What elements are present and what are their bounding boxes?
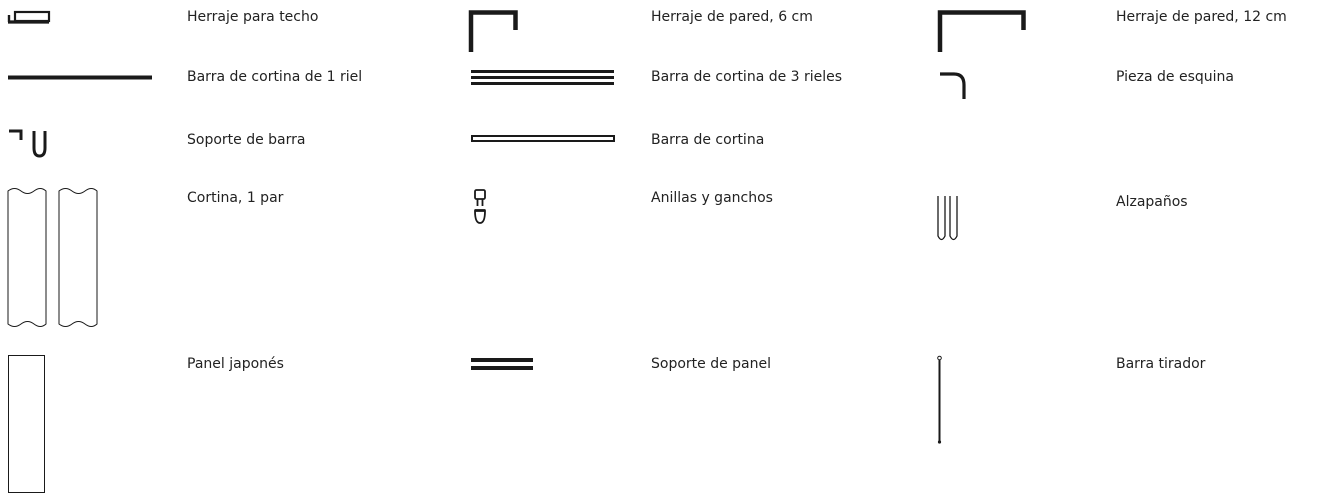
label-wall-mount-6cm: Herraje de pared, 6 cm — [651, 9, 813, 25]
panel-support-icon — [471, 358, 533, 370]
curtain-pair-icon — [7, 188, 98, 327]
rod-support-icon — [9, 129, 47, 158]
label-curtain-pair: Cortina, 1 par — [187, 190, 284, 206]
label-triple-rail: Barra de cortina de 3 rieles — [651, 69, 843, 85]
ceiling-mount-icon — [7, 10, 51, 24]
tiebacks-icon — [937, 196, 958, 241]
wall-mount-6cm-icon — [468, 10, 518, 52]
label-panel-support: Soporte de panel — [651, 356, 772, 372]
label-ceiling-mount: Herraje para techo — [187, 9, 319, 25]
label-corner-piece: Pieza de esquina — [1116, 69, 1234, 85]
wall-mount-12cm-icon — [937, 10, 1026, 52]
label-rings-and-hooks: Anillas y ganchos — [651, 190, 773, 206]
label-pull-rod: Barra tirador — [1116, 356, 1206, 372]
label-japanese-panel: Panel japonés — [187, 356, 284, 372]
label-wall-mount-12cm: Herraje de pared, 12 cm — [1116, 9, 1287, 25]
triple-rail-icon — [471, 70, 614, 85]
label-single-rail: Barra de cortina de 1 riel — [187, 69, 363, 85]
single-rail-icon — [8, 75, 152, 80]
label-rod-support: Soporte de barra — [187, 132, 306, 148]
curtain-rod-icon — [471, 135, 615, 142]
japanese-panel-icon — [8, 355, 45, 493]
label-curtain-rod: Barra de cortina — [651, 132, 765, 148]
label-tiebacks: Alzapaños — [1116, 194, 1188, 210]
corner-piece-icon — [940, 72, 966, 99]
rings-and-hooks-icon — [474, 189, 486, 224]
pull-rod-icon — [937, 355, 942, 444]
